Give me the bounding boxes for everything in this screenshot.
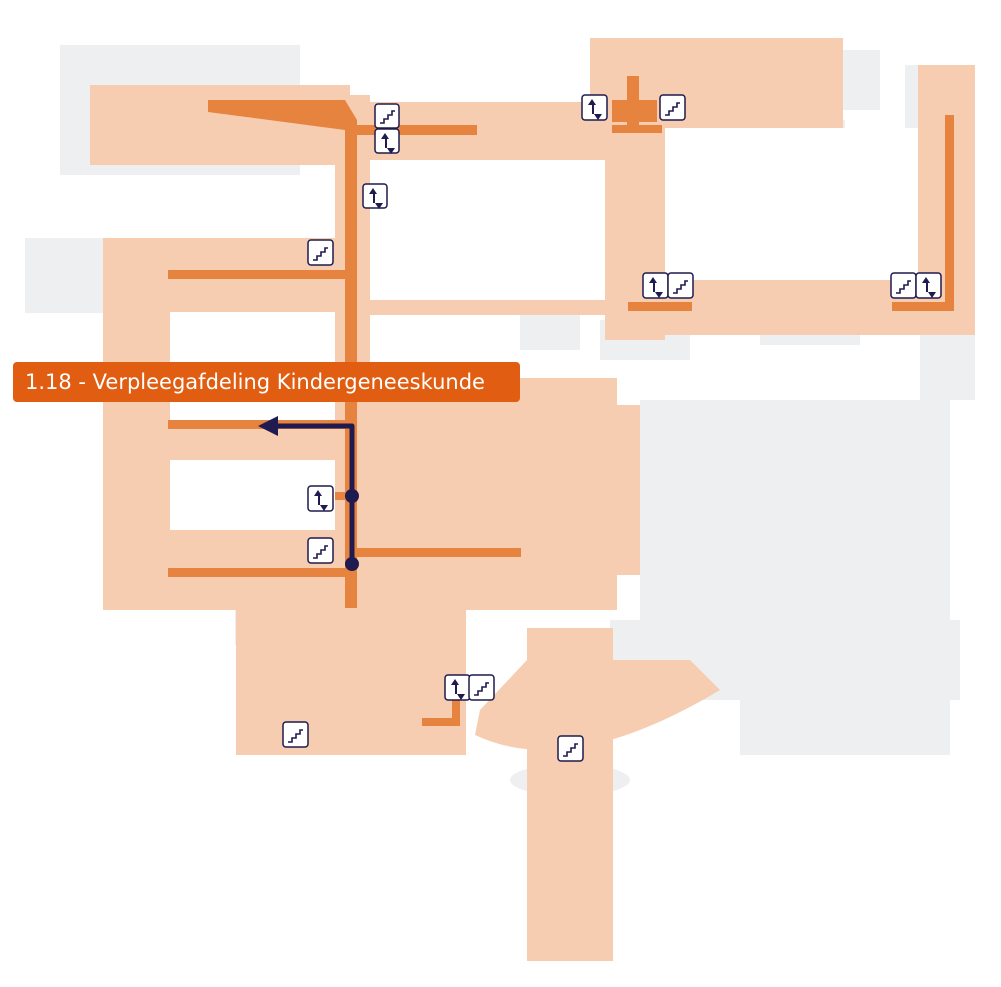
stairs-icon	[890, 272, 917, 299]
destination-label: 1.18 - Verpleegafdeling Kindergeneeskund…	[13, 362, 520, 402]
elevator-icon	[915, 272, 942, 299]
route-arrow-icon	[258, 416, 278, 436]
stairs-icon	[468, 674, 495, 701]
elevator-icon	[362, 183, 388, 209]
route-start-point	[345, 557, 359, 571]
stairs-icon	[374, 103, 400, 129]
elevator-icon	[374, 128, 400, 154]
stairs-icon	[667, 272, 694, 299]
elevator-icon	[444, 674, 471, 701]
stairs-icon	[659, 94, 686, 121]
stairs-icon	[307, 537, 334, 564]
stairs-icon	[557, 735, 584, 762]
stairs-icon	[282, 721, 309, 748]
corridors	[168, 76, 954, 726]
route-path	[258, 416, 359, 571]
route-waypoint	[345, 489, 359, 503]
stairs-icon	[307, 239, 334, 266]
elevator-icon	[581, 94, 608, 121]
elevator-icon	[642, 272, 669, 299]
elevator-icon	[307, 485, 334, 512]
